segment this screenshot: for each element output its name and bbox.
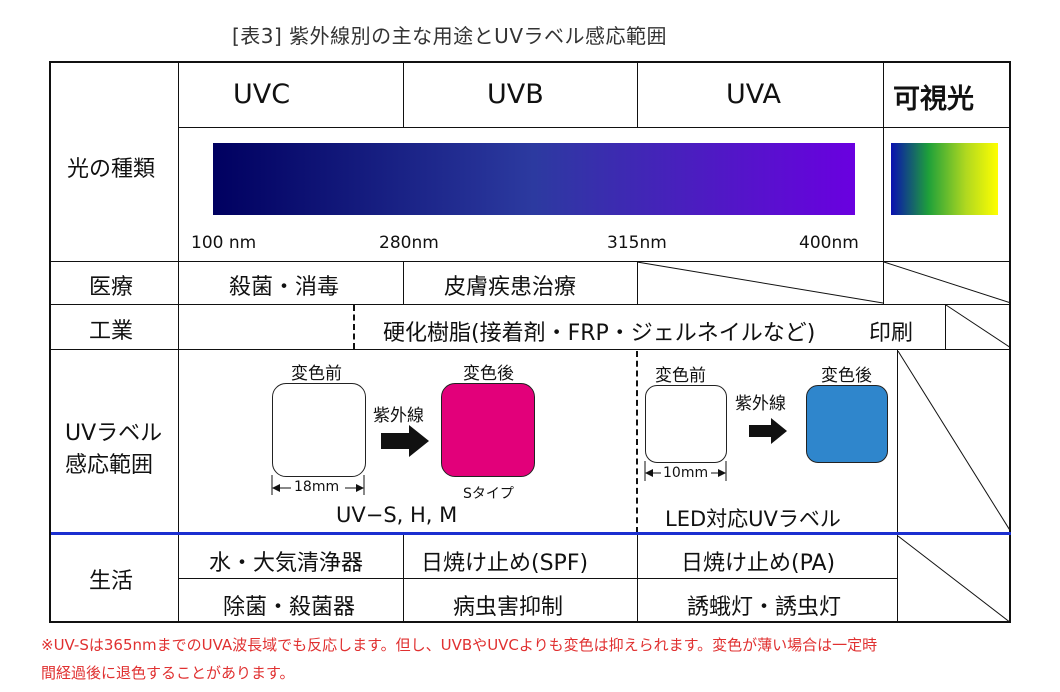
medical-uvb: 皮膚疾患治療 — [444, 275, 577, 300]
left-type-label: Sタイプ — [463, 486, 514, 502]
wavelength-280: 280nm — [379, 233, 439, 253]
life-r2-uvb: 病虫害抑制 — [453, 595, 564, 620]
row-label-light-type: 光の種類 — [67, 157, 156, 182]
table-caption: [表3] 紫外線別の主な用途とUVラベル感応範囲 — [232, 24, 668, 48]
left-series-label: UV−S, H, M — [336, 503, 458, 527]
header-visible-light: 可視光 — [893, 84, 974, 115]
right-series-label: LED対応UVラベル — [665, 507, 841, 531]
footnote-line-1: ※UV-Sは365nmまでのUVA波長域でも反応します。但し、UVBやUVCより… — [41, 636, 878, 654]
row-label-life: 生活 — [89, 569, 134, 594]
uv-usage-table: UVC UVB UVA 可視光 光の種類 医療 工業 UVラベル 感応範囲 生活… — [49, 61, 1011, 623]
life-r2-uva: 誘蛾灯・誘虫灯 — [687, 595, 842, 620]
left-uv-label: 紫外線 — [373, 406, 424, 426]
row-label-uvlabel-2: 感応範囲 — [65, 453, 154, 478]
left-after-swatch — [441, 383, 535, 477]
life-r1-uva: 日焼け止め(PA) — [681, 551, 836, 576]
left-arrow-icon — [271, 418, 787, 495]
industry-printing: 印刷 — [869, 321, 914, 346]
left-size-label: 18mm — [294, 479, 340, 495]
row-label-uvlabel-1: UVラベル — [65, 421, 163, 446]
right-size-label: 10mm — [663, 465, 709, 481]
left-before-label: 変色前 — [291, 364, 342, 384]
wavelength-100: 100 nm — [191, 233, 257, 253]
header-uvc: UVC — [233, 79, 291, 110]
life-r1-uvb: 日焼け止め(SPF) — [421, 551, 589, 576]
right-before-swatch — [645, 385, 727, 463]
row-label-medical: 医療 — [89, 275, 134, 300]
industry-curing-resin: 硬化樹脂(接着剤・FRP・ジェルネイルなど) — [383, 321, 816, 346]
left-before-swatch — [272, 383, 366, 477]
life-r2-uvc: 除菌・殺菌器 — [223, 595, 356, 620]
visible-spectrum-bar — [891, 143, 998, 215]
wavelength-400: 400nm — [799, 233, 859, 253]
header-uvb: UVB — [487, 79, 544, 110]
header-uva: UVA — [726, 79, 781, 110]
row-label-industry: 工業 — [89, 319, 134, 344]
left-after-label: 変色後 — [463, 364, 514, 384]
footnote-line-2: 間経過後に退色することがあります。 — [41, 664, 295, 682]
right-before-label: 変色前 — [655, 366, 706, 386]
uv-spectrum-bar — [213, 143, 855, 215]
life-r1-uvc: 水・大気清浄器 — [209, 551, 364, 576]
wavelength-315: 315nm — [607, 233, 667, 253]
right-after-swatch — [806, 385, 888, 463]
right-after-label: 変色後 — [821, 366, 872, 386]
diagonal-lines — [636, 261, 1011, 623]
right-uv-label: 紫外線 — [735, 394, 786, 414]
blue-divider — [51, 532, 1011, 535]
medical-uvc: 殺菌・消毒 — [229, 275, 340, 300]
